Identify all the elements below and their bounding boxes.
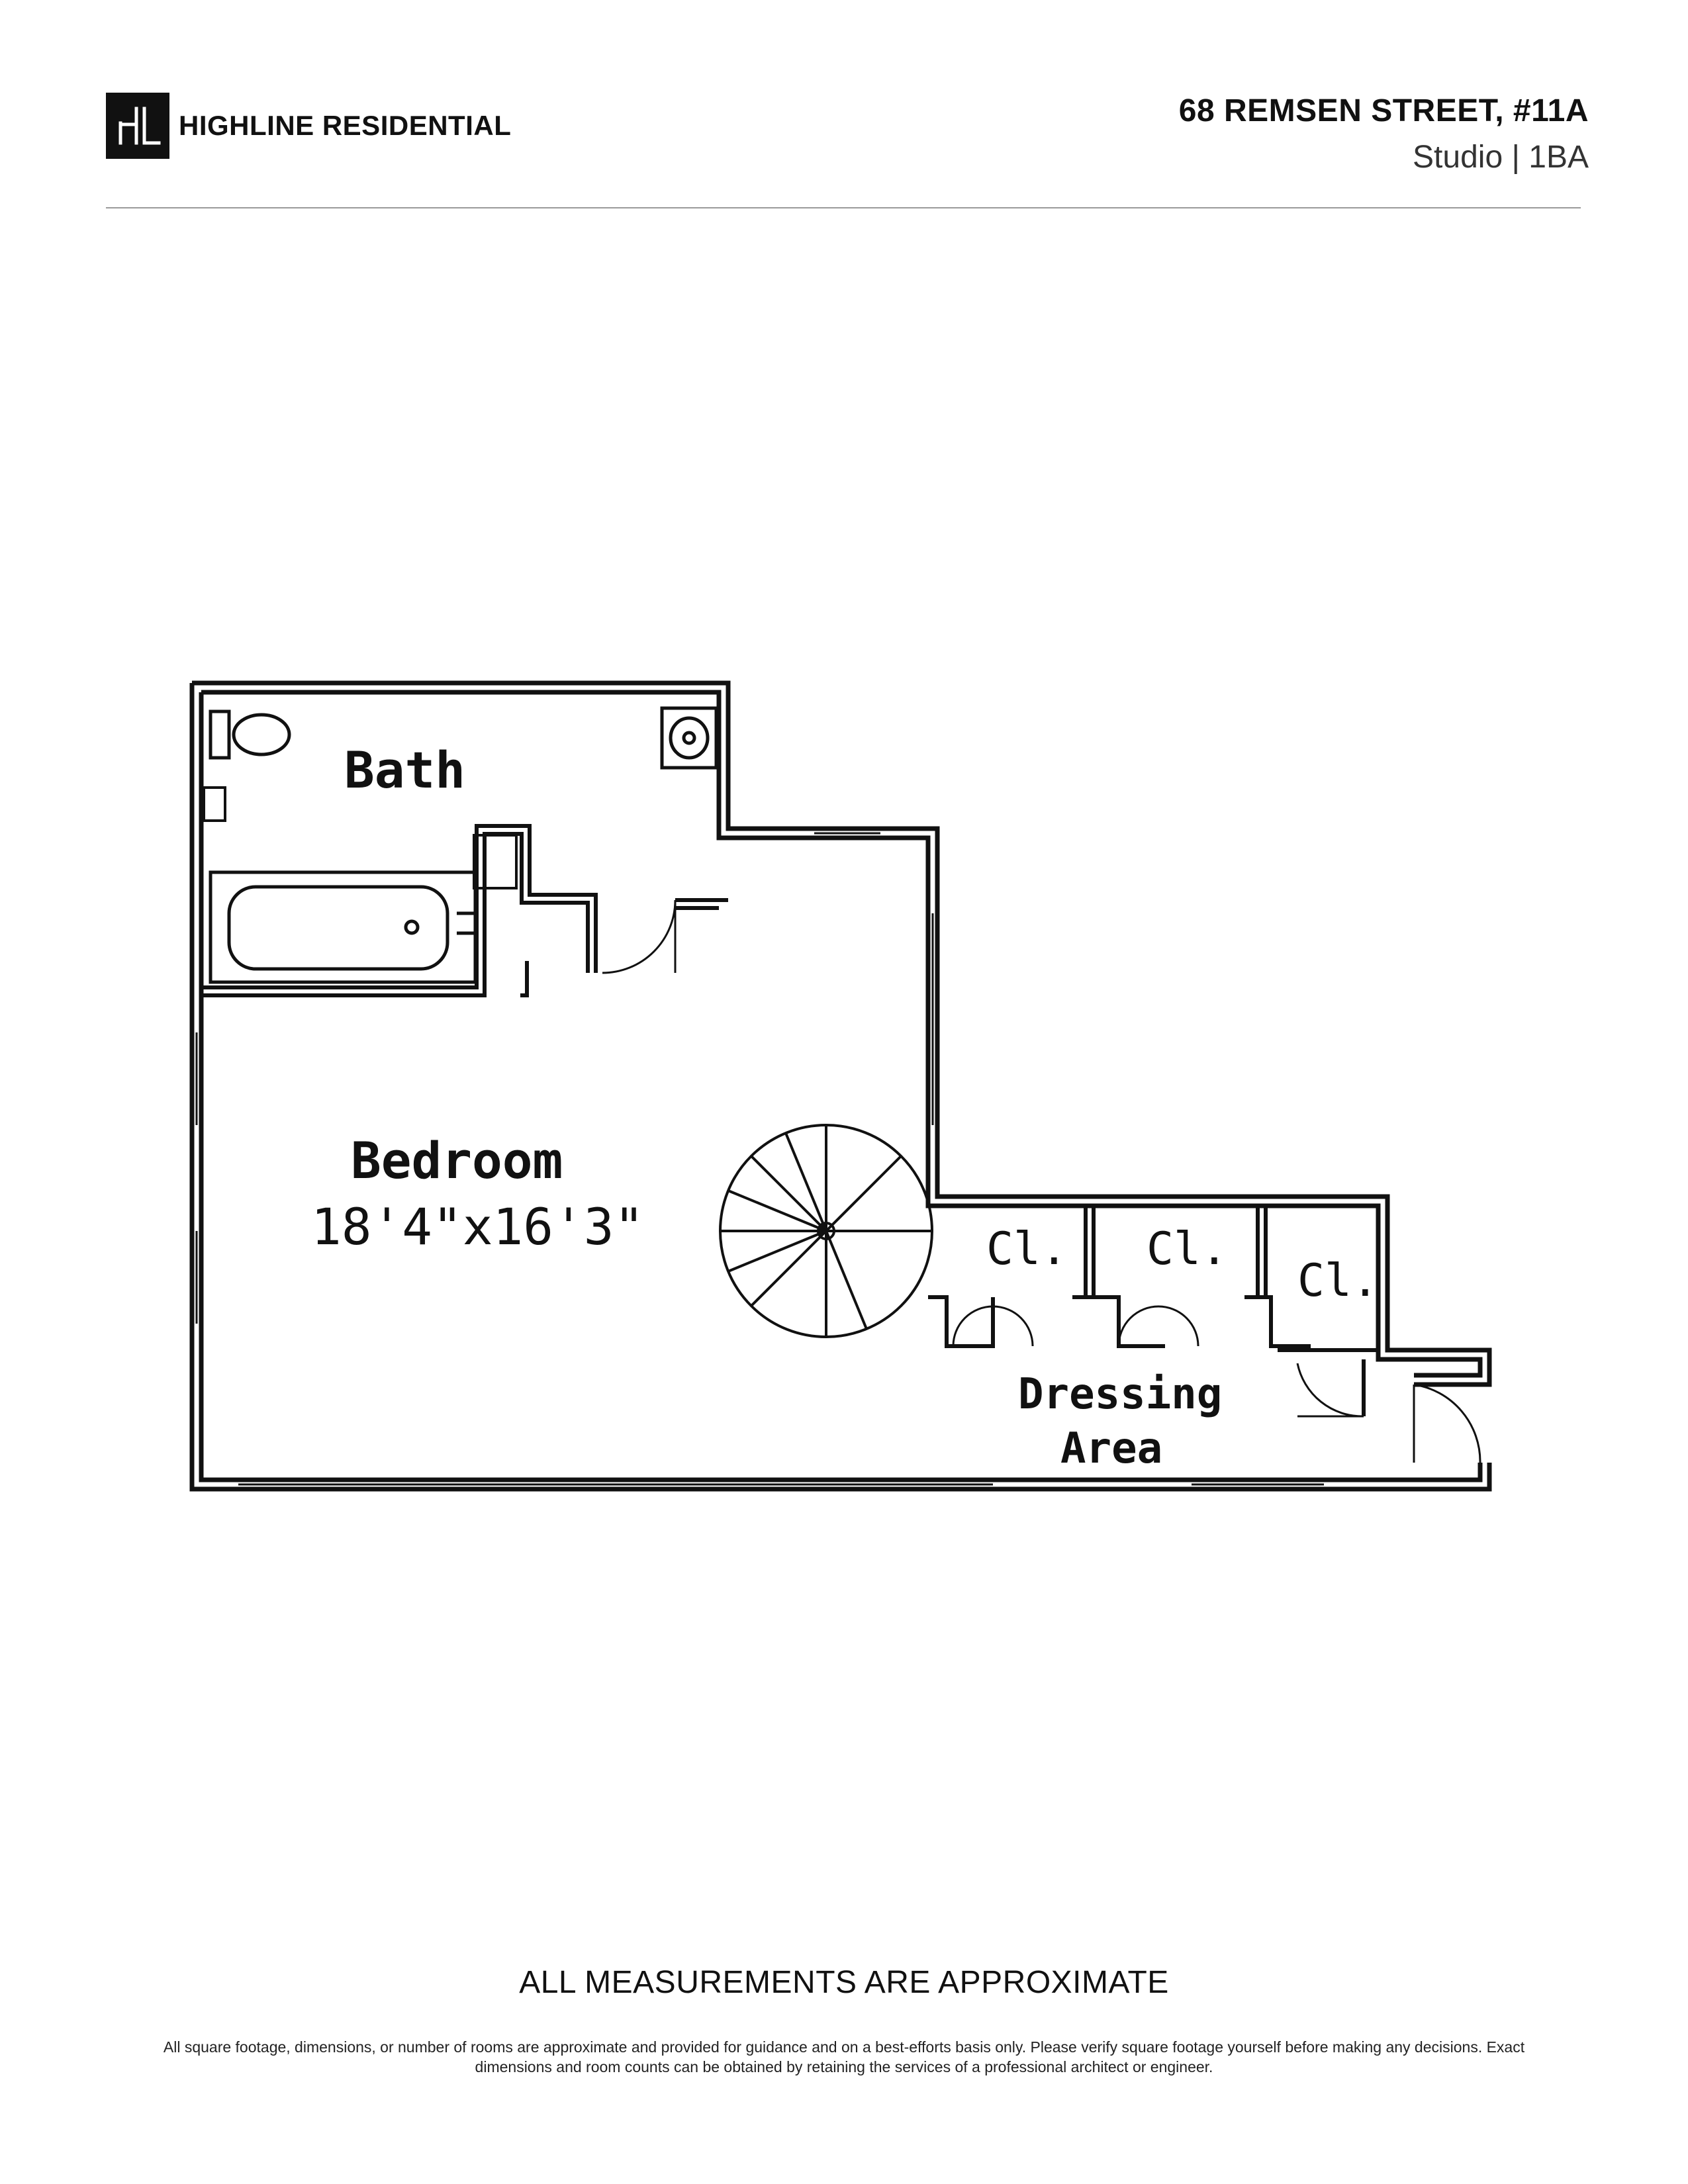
hl-monogram-icon	[118, 107, 161, 145]
closet-walls	[928, 1206, 1380, 1416]
windows	[195, 832, 1324, 1486]
bathtub	[209, 870, 477, 984]
entry-door	[1413, 1383, 1481, 1463]
label-bedroom: Bedroom	[351, 1131, 563, 1190]
toilet	[209, 709, 291, 760]
closet-doors	[952, 1305, 1199, 1347]
label-dressing-area: Area	[1060, 1424, 1162, 1473]
header-divider	[106, 207, 1581, 208]
measurements-note: ALL MEASUREMENTS ARE APPROXIMATE	[519, 1965, 1169, 2000]
brand-name: HIGHLINE RESIDENTIAL	[179, 110, 512, 141]
bath-door	[602, 899, 677, 974]
closet-door-3	[1296, 1363, 1364, 1418]
fixture-small	[203, 786, 518, 889]
sink	[660, 706, 718, 770]
label-bath: Bath	[344, 741, 465, 799]
label-closet-2: Cl.	[1147, 1223, 1228, 1275]
exterior-walls	[189, 680, 1492, 1492]
bath-walls	[201, 728, 728, 997]
disclaimer-text: All square footage, dimensions, or numbe…	[163, 2038, 1525, 2075]
listing-address: 68 REMSEN STREET, #11A	[1178, 93, 1589, 128]
label-closet-1: Cl.	[986, 1223, 1068, 1275]
brand-logo	[106, 93, 169, 159]
label-closet-3: Cl.	[1297, 1255, 1379, 1307]
label-dressing: Dressing	[1018, 1370, 1222, 1419]
unit-type: Studio | 1BA	[1413, 140, 1589, 175]
label-bedroom-dimensions: 18'4"x16'3"	[311, 1197, 644, 1256]
spiral-staircase	[719, 1124, 933, 1338]
